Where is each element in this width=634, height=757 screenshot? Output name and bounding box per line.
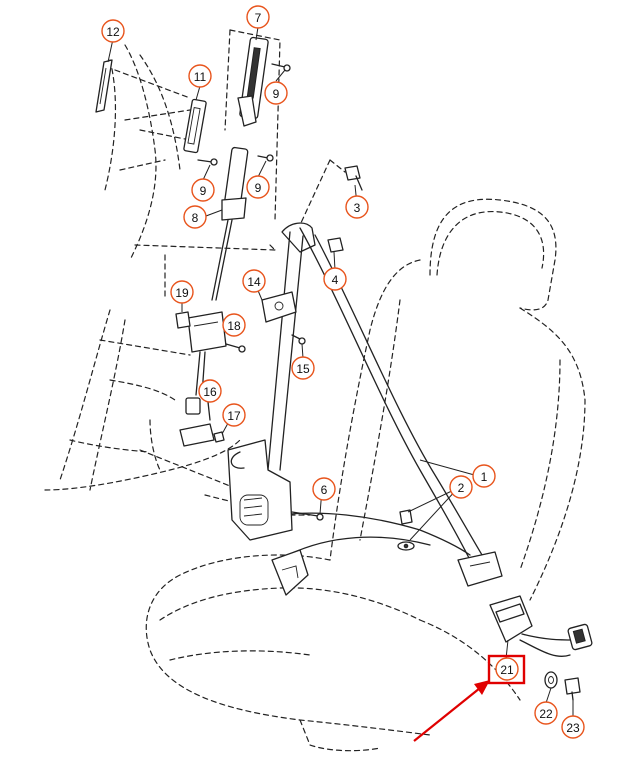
belt-guide-upper <box>211 146 274 301</box>
callout-label: 2 <box>458 481 465 495</box>
callout-label: 6 <box>321 483 328 497</box>
bolt-3 <box>344 165 363 191</box>
callout-18: 18 <box>222 313 246 337</box>
callout-label: 8 <box>192 211 199 225</box>
callout-label: 3 <box>354 201 361 215</box>
belt-tongue <box>457 551 503 587</box>
callout-21: 21 <box>495 657 519 681</box>
callout-7: 7 <box>246 5 270 29</box>
callout-4: 4 <box>323 267 347 291</box>
seat-belt-buckle <box>489 595 593 657</box>
callout-label: 21 <box>500 663 514 677</box>
callout-label: 23 <box>566 721 580 735</box>
washer-22 <box>544 671 558 689</box>
callout-11: 11 <box>188 64 212 88</box>
callout-label: 17 <box>227 409 241 423</box>
callout-9-right: 9 <box>246 175 270 199</box>
callout-9-left: 9 <box>191 178 215 202</box>
highlight-arrow <box>413 680 490 742</box>
callout-14: 14 <box>242 269 266 293</box>
callout-label: 9 <box>273 87 280 101</box>
callout-label: 16 <box>203 385 217 399</box>
callout-label: 12 <box>106 25 120 39</box>
callout-label: 9 <box>255 181 262 195</box>
clip-14 <box>261 291 297 323</box>
bracket-16 <box>179 401 215 447</box>
callout-8: 8 <box>183 205 207 229</box>
height-adjuster-mid <box>183 98 218 166</box>
callout-label: 15 <box>296 362 310 376</box>
callout-label: 1 <box>481 470 488 484</box>
belt-retractor <box>227 439 324 541</box>
belt-webbing <box>267 227 486 596</box>
nut-4 <box>327 237 344 253</box>
callout-16: 16 <box>198 379 222 403</box>
seat-outline <box>145 198 586 752</box>
callout-17: 17 <box>222 403 246 427</box>
highlight-box-part <box>487 654 526 685</box>
anchor-bolt-2 <box>397 509 415 551</box>
callout-1: 1 <box>472 464 496 488</box>
callout-label: 22 <box>539 707 553 721</box>
callout-2: 2 <box>449 475 473 499</box>
callout-9-upper: 9 <box>264 81 288 105</box>
callout-19: 19 <box>170 280 194 304</box>
callout-6: 6 <box>312 477 336 501</box>
bolt-15 <box>291 334 306 345</box>
bolt-23 <box>564 677 581 701</box>
nut-17 <box>213 431 225 443</box>
callout-22: 22 <box>534 701 558 725</box>
callout-label: 19 <box>175 286 189 300</box>
callout-label: 7 <box>255 11 262 25</box>
callout-label: 4 <box>332 273 339 287</box>
callout-label: 9 <box>200 184 207 198</box>
assembly-guide-lines <box>99 29 346 516</box>
callout-label: 14 <box>247 275 261 289</box>
callout-3: 3 <box>345 195 369 219</box>
callout-label: 18 <box>227 319 241 333</box>
callout-label: 11 <box>194 70 207 84</box>
callout-12: 12 <box>101 19 125 43</box>
callout-15: 15 <box>291 356 315 380</box>
height-adjuster-upper <box>237 36 291 127</box>
cover-strip <box>95 59 113 113</box>
callout-23: 23 <box>561 715 585 739</box>
d-ring-anchor <box>281 222 316 253</box>
pillar-trim-outline <box>44 44 241 491</box>
